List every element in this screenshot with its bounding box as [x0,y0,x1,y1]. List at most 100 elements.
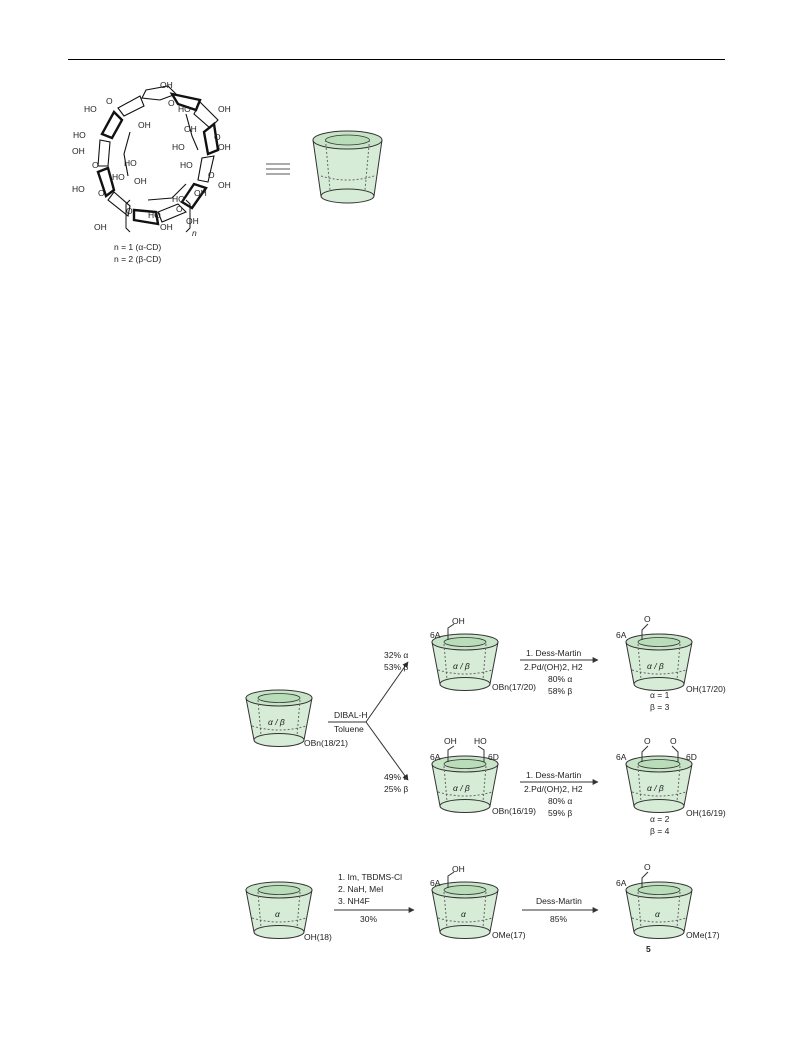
step-upper-2: 2.Pd/(OH)2, H2 [524,662,583,672]
o-label: O [106,96,113,106]
cup-substituent: OBn(16/19) [492,806,536,816]
scheme-1-svg: α / β OBn(18/21) DIBAL-H Toluene 32% α 5… [245,614,726,836]
oh-label: OH [186,216,199,226]
step-lower-yield-beta: 59% β [548,808,572,818]
yield-scheme2-1: 30% [360,914,377,924]
arrow-lower [365,721,409,781]
step-lower-yield-alpha: 80% α [548,796,572,806]
cup-label: α [655,909,661,919]
repeat-bracket-left [125,199,131,233]
yield-upper-beta: 53% β [384,662,408,672]
position-label: 6A [616,752,627,762]
position-label: 6D [488,752,499,762]
cup-substituent: OBn(17/20) [492,682,536,692]
position-label: 6A [430,630,441,640]
oh-label: OH [72,146,85,156]
scheme-2: α OH(18) 1. Im, TBDMS-Cl 2. NaH, MeI 3. … [230,860,730,960]
oh-label: HO [172,142,185,152]
upper-product-cup: α / β O 6A OH(17/20) α = 1 β = 3 [616,614,726,712]
cyclodextrin-figure: OH HO OH HO OH HO OH HO OH HO OH OH HO O… [68,80,388,270]
cup-label: α / β [647,661,664,671]
cup-substituent: OH(16/19) [686,808,726,818]
o-label: O [168,98,175,108]
cup-substituent: OMe(17) [686,930,720,940]
scheme2-product-cup: α O 6A OMe(17) 5 [616,862,720,954]
oh-label: HO [112,172,125,182]
oh-label: OH [218,180,231,190]
oh-label: OH [138,120,151,130]
cup-label: α / β [453,783,470,793]
scheme-1: α / β OBn(18/21) DIBAL-H Toluene 32% α 5… [230,612,730,840]
yield-lower-beta: 25% β [384,784,408,794]
oh-label: HO [180,160,193,170]
oh-label: HO [178,104,191,114]
step-scheme2: Dess-Martin [536,896,582,906]
o-label: O [98,188,105,198]
cyclodextrin-structure-svg: OH HO OH HO OH HO OH HO OH HO OH OH HO O… [72,80,383,264]
oh-label: HO [84,104,97,114]
oh-label: OH [160,222,173,232]
cup-label: α [461,909,467,919]
yield-lower-alpha: 49% α [384,772,408,782]
oh-label: HO [124,158,137,168]
step-lower-2: 2.Pd/(OH)2, H2 [524,784,583,794]
o-label: O [644,862,651,872]
lower-product-cup: α / β O O 6A 6D OH(16/19) α = 2 β = 4 [616,736,726,836]
cup-substituent: OBn(18/21) [304,738,348,748]
reagent-3: 3. NH4F [338,896,370,906]
arrow-upper [365,661,409,723]
compound-number: 5 [646,944,651,954]
oh-label: HO [474,736,487,746]
cup-substituent: OH(18) [304,932,332,942]
step-lower-1: 1. Dess-Martin [526,770,582,780]
upper-mid-cup: α / β OH 6A OBn(17/20) [430,616,536,692]
cup-label: α / β [647,783,664,793]
o-label: O [176,204,183,214]
oh-label: OH [452,864,465,874]
oh-label: OH [218,104,231,114]
cup-substituent: OH(17/20) [686,684,726,694]
compound-alpha: α = 2 [650,814,670,824]
position-label: 6A [616,878,627,888]
oh-label: HO [73,130,86,140]
oh-label: OH [160,80,173,90]
oh-label: OH [184,124,197,134]
cyclodextrin-cup-icon [312,130,383,204]
oh-label: OH [134,176,147,186]
compound-beta: β = 4 [650,826,670,836]
o-label: O [214,132,221,142]
oh-label: HO [72,184,85,194]
position-label: 6D [686,752,697,762]
o-label: O [644,614,651,624]
cup-label: α / β [453,661,470,671]
position-label: 6A [616,630,627,640]
o-label: O [670,736,677,746]
cup-label: α [275,909,281,919]
o-label: O [208,170,215,180]
scheme2-mid-cup: α OH 6A OMe(17) [430,864,526,940]
caption-alpha: n = 1 (α-CD) [114,242,161,252]
repeat-subscript: n [192,228,197,238]
scheme-2-svg: α OH(18) 1. Im, TBDMS-Cl 2. NaH, MeI 3. … [245,862,720,954]
cup-label: α / β [268,717,285,727]
oh-label: OH [452,616,465,626]
start-cup-scheme1: α / β OBn(18/21) [245,689,348,748]
yield-upper-alpha: 32% α [384,650,408,660]
caption-beta: n = 2 (β-CD) [114,254,161,264]
compound-beta: β = 3 [650,702,670,712]
reagent-toluene: Toluene [334,724,364,734]
header-rule [68,59,725,60]
equivalence-sign [266,163,290,175]
oh-label: OH [444,736,457,746]
o-label: O [92,160,99,170]
step-upper-1: 1. Dess-Martin [526,648,582,658]
reagent-2: 2. NaH, MeI [338,884,383,894]
o-label: O [126,206,133,216]
o-label: O [644,736,651,746]
oh-label: OH [194,188,207,198]
repeat-bracket-right [185,199,191,233]
lower-mid-cup: α / β OH HO 6A 6D OBn(16/19) [430,736,536,816]
position-label: 6A [430,752,441,762]
yield-scheme2-2: 85% [550,914,567,924]
cup-substituent: OMe(17) [492,930,526,940]
